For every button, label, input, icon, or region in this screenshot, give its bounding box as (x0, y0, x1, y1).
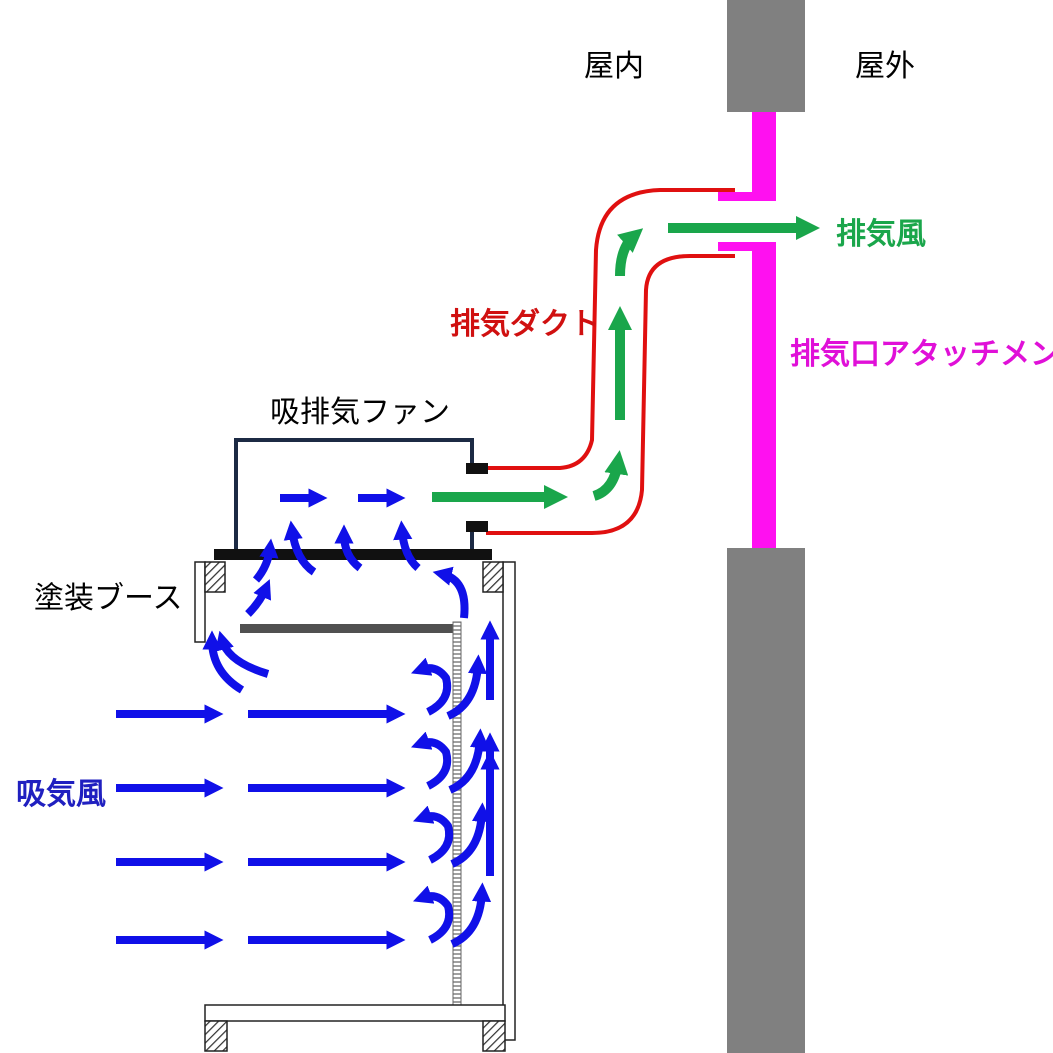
label-outdoor: 屋外 (855, 49, 915, 84)
exhaust-arrows (432, 215, 821, 510)
fan-inlet-curve-1 (283, 520, 317, 576)
swirl-arrow-4 (413, 885, 454, 944)
wall-upper (727, 0, 805, 112)
label-indoor: 屋内 (584, 49, 644, 84)
booth-floor (204, 1004, 506, 1022)
booth-top-right-block (482, 561, 504, 593)
booth-foot-right (482, 1020, 506, 1052)
duct-lower-wall (486, 254, 735, 535)
rise-arrow-1 (446, 654, 488, 720)
paint-booth (194, 561, 516, 1052)
booth-right-wall (502, 561, 516, 1041)
attachment-flange-top (718, 192, 776, 201)
booth-left-wall (194, 561, 206, 643)
booth-filter (452, 621, 462, 1006)
rise-arrow-4 (450, 882, 492, 948)
label-fan: 吸排気ファン (270, 395, 450, 430)
label-exhaust-wind: 排気風 (836, 217, 926, 252)
fan-outlet-flange-top (466, 463, 488, 474)
left-rise-arrow-2 (252, 538, 279, 583)
label-exhaust-attachment: 排気口アタッチメント (790, 337, 1053, 372)
top-right-curve-arrow (432, 566, 469, 619)
rise-arrow-2 (448, 728, 490, 794)
left-rise-arrow-1 (245, 579, 272, 617)
fan-inlet-curve-2 (334, 524, 363, 572)
wall (718, 0, 805, 1053)
swirl-arrow-2 (411, 731, 452, 790)
swirl-arrow-3 (413, 805, 454, 864)
swirl-arrow-1 (411, 657, 452, 716)
label-intake-wind: 吸気風 (16, 777, 106, 812)
duct-upper-wall (486, 188, 735, 470)
booth-top-left-block (204, 561, 226, 593)
fan-inlet-curve-3 (393, 520, 421, 572)
duct-opening-gap (748, 201, 780, 242)
label-booth: 塗装ブース (34, 581, 183, 616)
left-curve-arrow (215, 630, 270, 678)
booth-foot-left (204, 1020, 228, 1052)
exhaust-arrow-top-bend (615, 228, 644, 277)
rise-arrow-3 (450, 802, 492, 868)
left-curve-arrow-2 (202, 630, 245, 694)
exhaust-attachment-tube (752, 112, 776, 548)
attachment-flange-bottom (718, 242, 776, 251)
intake-arrows (116, 488, 500, 950)
booth-baffle-plate (240, 624, 458, 633)
label-exhaust-duct: 排気ダクト (450, 307, 600, 342)
fan-outlet-flange-bottom (466, 521, 488, 532)
exhaust-duct (486, 188, 735, 535)
wall-lower (727, 548, 805, 1053)
exhaust-arrow-bend (592, 450, 629, 501)
